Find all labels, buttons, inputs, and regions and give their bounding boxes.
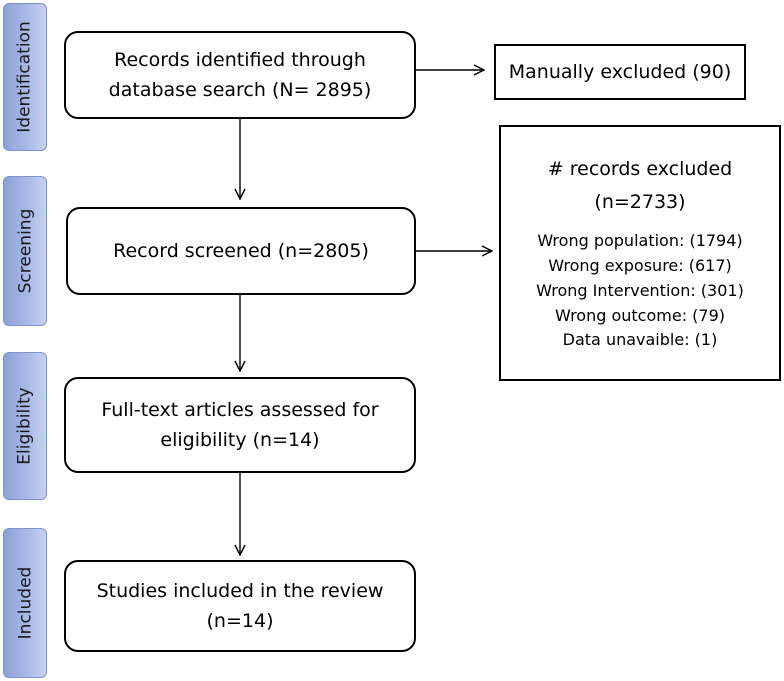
studies-included-line1: Studies included in the review: [96, 579, 384, 602]
stage-tab-included: Included: [3, 528, 47, 678]
box-record-screened: Record screened (n=2805): [66, 207, 416, 295]
excluded-reason-intervention: Wrong Intervention: (301): [536, 280, 744, 300]
excluded-reason-outcome: Wrong outcome: (79): [554, 305, 726, 325]
records-identified-line2: database search (N= 2895): [108, 79, 372, 101]
box-fulltext-assessed: Full-text articles assessed for eligibil…: [64, 377, 416, 473]
box-manually-excluded: Manually excluded (90): [494, 44, 746, 100]
stage-tab-eligibility: Eligibility: [3, 352, 47, 500]
record-screened-label: Record screened (n=2805): [113, 239, 369, 262]
excluded-reason-exposure: Wrong exposure: (617): [548, 256, 732, 276]
records-identified-line1: Records identified through: [114, 48, 366, 71]
box-studies-included: Studies included in the review (n=14): [64, 560, 416, 652]
excluded-reason-data: Data unavaible: (1): [562, 330, 718, 350]
stage-tab-screening: Screening: [3, 176, 47, 326]
box-records-identified: Records identified through database sear…: [64, 31, 416, 119]
manually-excluded-label: Manually excluded (90): [508, 60, 732, 83]
records-excluded-title: # records excluded: [547, 157, 733, 180]
fulltext-assessed-line2: eligibility (n=14): [160, 429, 320, 451]
box-records-excluded: # records excluded (n=2733) Wrong popula…: [499, 125, 781, 381]
fulltext-assessed-line1: Full-text articles assessed for: [101, 398, 379, 421]
stage-tab-identification: Identification: [3, 3, 47, 151]
excluded-reason-population: Wrong population: (1794): [537, 231, 743, 251]
studies-included-line2: (n=14): [206, 610, 274, 632]
records-excluded-count: (n=2733): [594, 191, 686, 213]
